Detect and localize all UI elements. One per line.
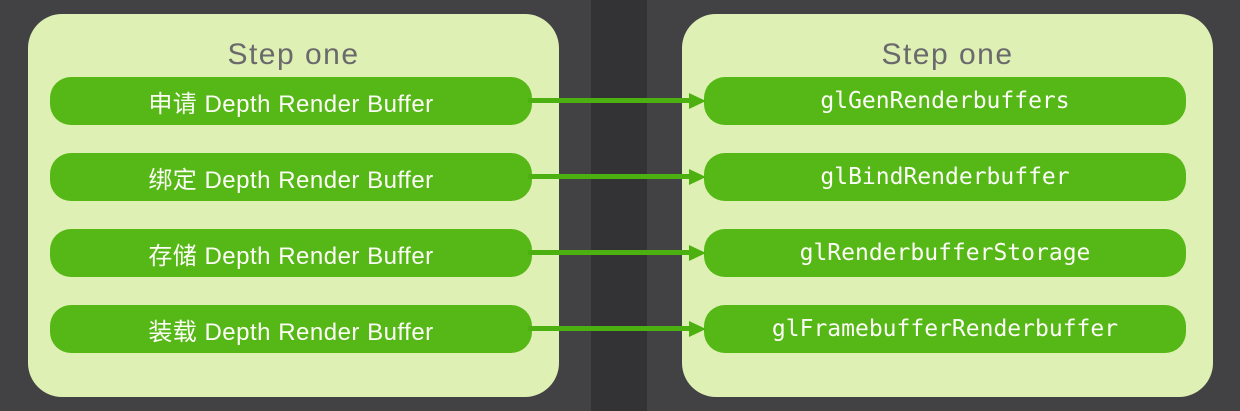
pill-glframebufferrenderbuffer: glFramebufferRenderbuffer <box>704 305 1186 353</box>
left-panel-title: Step one <box>227 38 360 71</box>
center-divider <box>591 0 647 411</box>
pill-bind-depth-render-buffer: 绑定 Depth Render Buffer <box>50 153 532 201</box>
right-pill-list: glGenRenderbuffers glBindRenderbuffer gl… <box>704 77 1186 353</box>
left-pill-list: 申请 Depth Render Buffer 绑定 Depth Render B… <box>50 77 532 353</box>
right-panel-title: Step one <box>881 38 1014 71</box>
pill-glgenrenderbuffers: glGenRenderbuffers <box>704 77 1186 125</box>
arrow-row-4-icon <box>528 326 689 331</box>
pill-glrenderbufferstorage: glRenderbufferStorage <box>704 229 1186 277</box>
pill-glbindrenderbuffer: glBindRenderbuffer <box>704 153 1186 201</box>
arrow-row-1-icon <box>528 98 689 103</box>
right-panel: Step one glGenRenderbuffers glBindRender… <box>682 14 1213 397</box>
left-panel: Step one 申请 Depth Render Buffer 绑定 Depth… <box>28 14 559 397</box>
pill-attach-depth-render-buffer: 装载 Depth Render Buffer <box>50 305 532 353</box>
arrow-row-3-icon <box>528 250 689 255</box>
pill-store-depth-render-buffer: 存储 Depth Render Buffer <box>50 229 532 277</box>
pill-request-depth-render-buffer: 申请 Depth Render Buffer <box>50 77 532 125</box>
arrow-row-2-icon <box>528 174 689 179</box>
